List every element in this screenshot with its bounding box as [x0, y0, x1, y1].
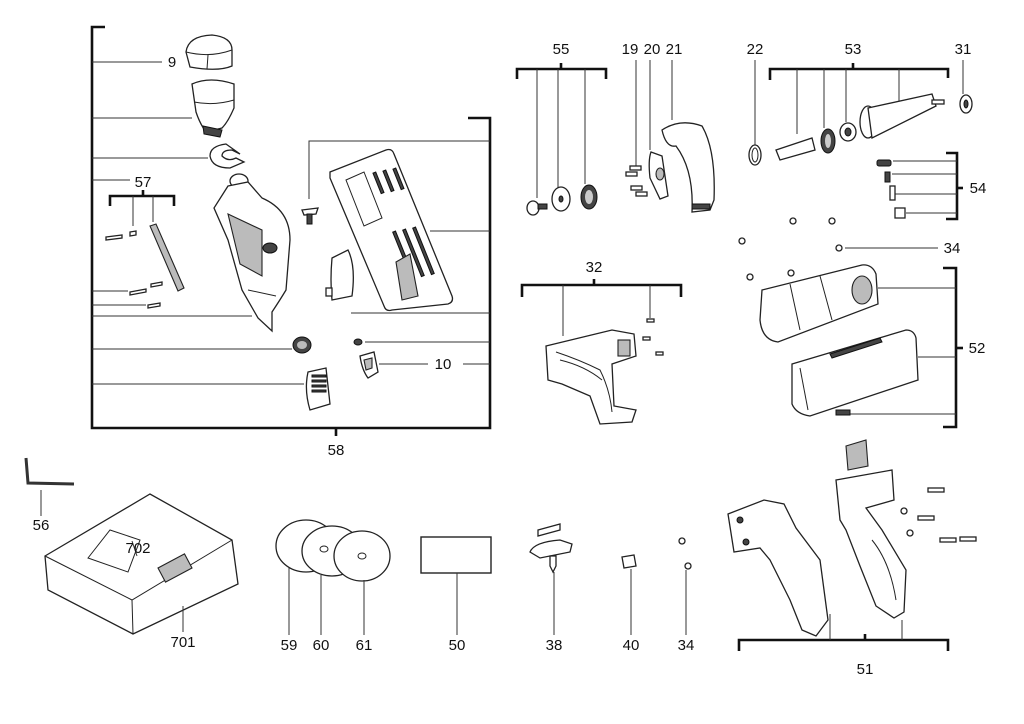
- part-label-40: 40: [623, 637, 640, 654]
- parts-19-20-21: [625, 60, 715, 213]
- part-blade-guard[interactable]: [213, 173, 291, 333]
- part-9-cap[interactable]: [185, 34, 233, 70]
- part-21-blade-cover[interactable]: [661, 122, 715, 213]
- part-base-plate[interactable]: [329, 148, 454, 312]
- part-50-label-plate[interactable]: [420, 536, 492, 574]
- part-scale-blade[interactable]: [149, 223, 185, 292]
- part-motor-housing-upper[interactable]: [759, 264, 879, 343]
- part-pin[interactable]: [150, 281, 163, 288]
- part-701-carrying-case[interactable]: [44, 493, 239, 635]
- part-electronics-module[interactable]: [545, 329, 637, 425]
- part-pin[interactable]: [129, 288, 147, 296]
- part-label-57: 57: [135, 174, 152, 191]
- part-label-701: 701: [170, 634, 195, 651]
- part-dust-nozzle[interactable]: [191, 79, 235, 138]
- part-screw[interactable]: [301, 207, 319, 225]
- part-guard-lever[interactable]: [325, 249, 354, 301]
- assembly-58: [90, 25, 492, 436]
- part-bushing[interactable]: [839, 122, 857, 142]
- bracket-58: [90, 25, 492, 430]
- part-handle-half-right[interactable]: [835, 439, 907, 619]
- part-label-38: 38: [546, 637, 563, 654]
- part-spring[interactable]: [292, 336, 312, 354]
- part-armature[interactable]: [859, 93, 945, 139]
- part-label-19: 19: [622, 41, 639, 58]
- part-56-hex-key[interactable]: [24, 457, 75, 486]
- part-label-53: 53: [845, 41, 862, 58]
- part-shaft-sleeve[interactable]: [775, 137, 816, 161]
- assembly-54: [876, 151, 963, 221]
- part-label-55: 55: [553, 41, 570, 58]
- part-61-blade[interactable]: [333, 530, 391, 582]
- part-carbon-brush[interactable]: [889, 185, 896, 201]
- part-washer[interactable]: [353, 338, 363, 346]
- assembly-32: [520, 279, 683, 425]
- assembly-52: [759, 264, 963, 429]
- assembly-57: [105, 190, 185, 309]
- part-flange-screw[interactable]: [526, 200, 548, 216]
- part-brush-holder[interactable]: [894, 207, 906, 219]
- part-label-21: 21: [666, 41, 683, 58]
- part-label-51: 51: [857, 661, 874, 678]
- part-module-screws[interactable]: [642, 318, 664, 356]
- part-labels: 9 57 10 58 55 19 20 21 22 53 31 54 34 32 52 56 702 701 59 6…: [33, 41, 987, 678]
- part-label-22: 22: [747, 41, 764, 58]
- part-contact-strip[interactable]: [835, 409, 851, 416]
- part-20-plate[interactable]: [648, 151, 669, 200]
- part-19-screws[interactable]: [625, 165, 648, 197]
- assembly-53: [748, 60, 973, 166]
- assembly-51: [727, 439, 977, 651]
- part-31-bearing[interactable]: [959, 94, 973, 114]
- part-40-clip[interactable]: [621, 554, 637, 569]
- part-label-61: 61: [356, 637, 373, 654]
- assembly-55: [515, 63, 608, 216]
- part-armature-bearing[interactable]: [820, 128, 836, 154]
- part-brush-spring[interactable]: [884, 171, 891, 183]
- part-label-34a: 34: [944, 240, 961, 257]
- part-pin[interactable]: [147, 302, 161, 309]
- part-label-54: 54: [970, 180, 987, 197]
- part-label-32: 32: [586, 259, 603, 276]
- part-10-clip[interactable]: [359, 351, 379, 379]
- part-label-34b: 34: [678, 637, 695, 654]
- part-label-60: 60: [313, 637, 330, 654]
- part-label-52: 52: [969, 340, 986, 357]
- part-handle-half-left[interactable]: [727, 499, 829, 637]
- part-release-lever[interactable]: [305, 367, 331, 411]
- part-motor-housing-lower[interactable]: [791, 329, 919, 417]
- part-22-bearing[interactable]: [748, 144, 762, 166]
- part-handle-screws[interactable]: [900, 487, 977, 543]
- part-flange-washer[interactable]: [551, 186, 571, 212]
- part-label-59: 59: [281, 637, 298, 654]
- part-label-58: 58: [328, 442, 345, 459]
- part-label-9: 9: [168, 54, 176, 71]
- part-label-702: 702: [125, 540, 150, 557]
- part-pin[interactable]: [129, 230, 137, 237]
- part-retaining-ring[interactable]: [209, 143, 246, 169]
- part-label-10: 10: [435, 356, 452, 373]
- part-brush-cap[interactable]: [876, 159, 892, 167]
- screws-34-upper[interactable]: [738, 217, 843, 281]
- part-label-31: 31: [955, 41, 972, 58]
- part-pin[interactable]: [105, 234, 123, 241]
- part-label-56: 56: [33, 517, 50, 534]
- part-label-50: 50: [449, 637, 466, 654]
- part-flange-bearing[interactable]: [580, 184, 598, 210]
- screws-34-lower[interactable]: [678, 537, 692, 570]
- part-label-20: 20: [644, 41, 661, 58]
- part-38-switch[interactable]: [529, 523, 573, 574]
